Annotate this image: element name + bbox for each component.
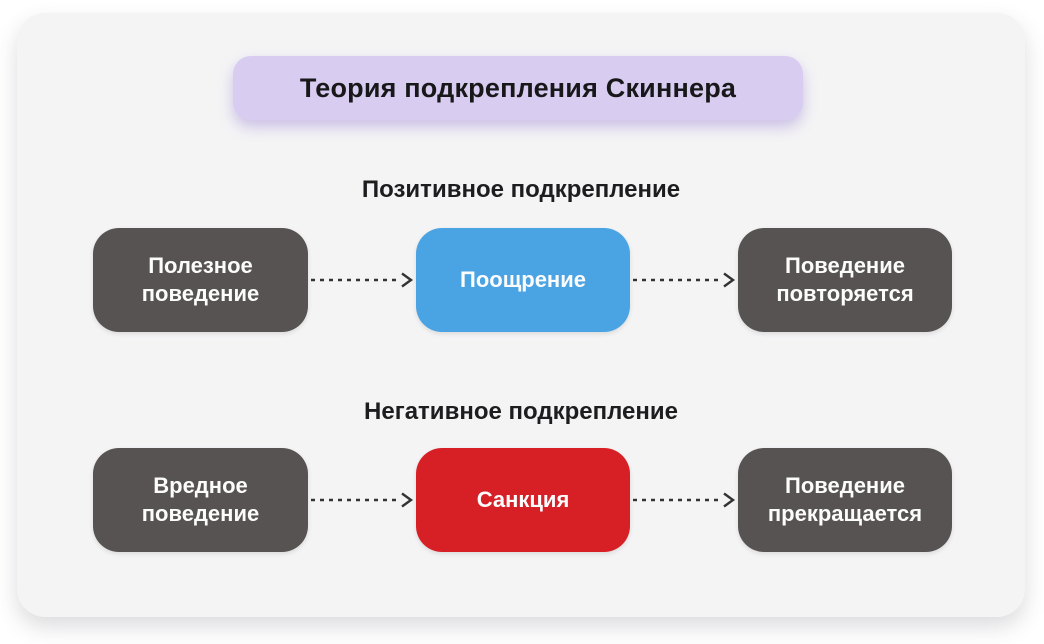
node-sanction: Санкция: [416, 448, 630, 552]
section-header-positive: Позитивное подкрепление: [361, 176, 681, 203]
dashed-arrow-icon: [632, 271, 736, 289]
node-useful-behavior: Полезное поведение: [93, 228, 308, 332]
diagram-card: Теория подкрепления Скиннера Позитивное …: [17, 13, 1025, 617]
node-behavior-stops: Поведение прекращается: [738, 448, 952, 552]
node-harmful-behavior: Вредное поведение: [93, 448, 308, 552]
flow-row-negative: Вредное поведение Санкция Поведение прек…: [17, 448, 1025, 553]
dashed-arrow-icon: [310, 491, 414, 509]
node-reward: Поощрение: [416, 228, 630, 332]
diagram-title: Теория подкрепления Скиннера: [299, 72, 737, 103]
diagram-title-box: Теория подкрепления Скиннера: [233, 56, 803, 120]
node-behavior-repeats: Поведение повторяется: [738, 228, 952, 332]
dashed-arrow-icon: [632, 491, 736, 509]
dashed-arrow-icon: [310, 271, 414, 289]
flow-row-positive: Полезное поведение Поощрение Поведение п…: [17, 228, 1025, 333]
section-header-negative: Негативное подкрепление: [364, 398, 678, 425]
